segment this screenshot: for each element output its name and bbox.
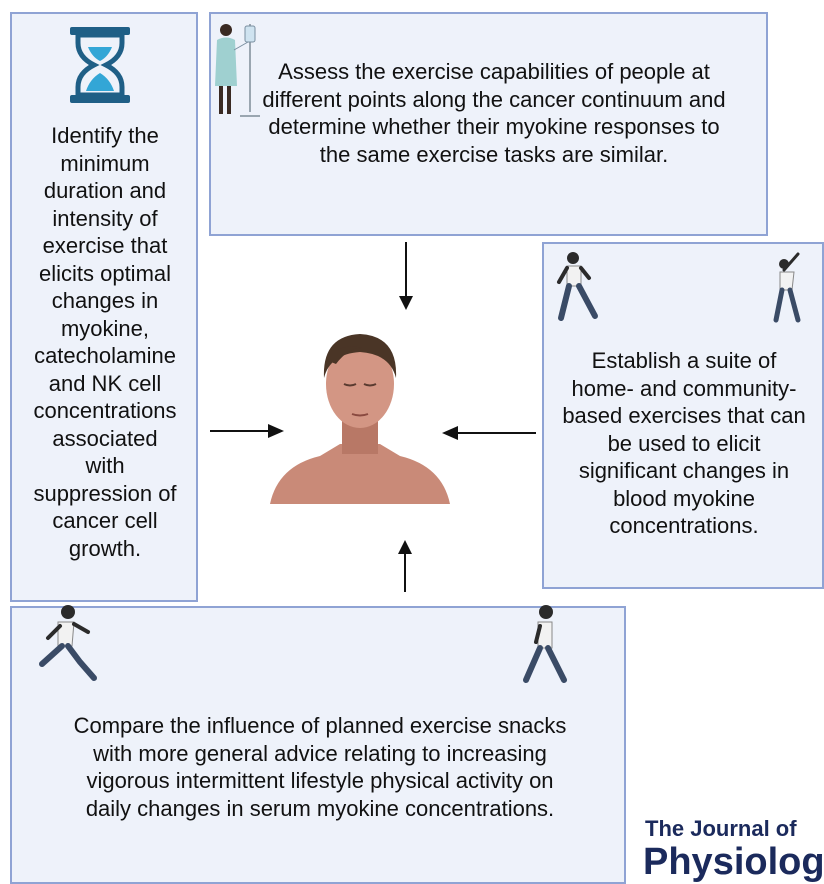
journal-title-line2: Physiolog <box>643 840 824 884</box>
hourglass-icon <box>68 25 132 105</box>
walking-man-icon <box>516 602 574 686</box>
bottom-objective-text: Compare the influence of planned exercis… <box>70 712 570 822</box>
arrow-right <box>210 422 286 440</box>
person-head-icon <box>270 318 450 504</box>
right-objective-text: Establish a suite of home- and community… <box>560 347 808 540</box>
arrow-down <box>397 242 415 312</box>
walking-woman-icon <box>555 250 601 324</box>
arrow-left <box>440 424 536 442</box>
running-man-icon <box>36 602 98 686</box>
stretching-woman-icon <box>766 250 810 324</box>
arrow-up <box>396 538 414 592</box>
patient-iv-icon <box>212 20 264 122</box>
journal-title-line1: The Journal of <box>645 816 797 842</box>
top-objective-text: Assess the exercise capabilities of peop… <box>262 58 726 168</box>
left-objective-text: Identify the minimum duration and intens… <box>30 122 180 562</box>
